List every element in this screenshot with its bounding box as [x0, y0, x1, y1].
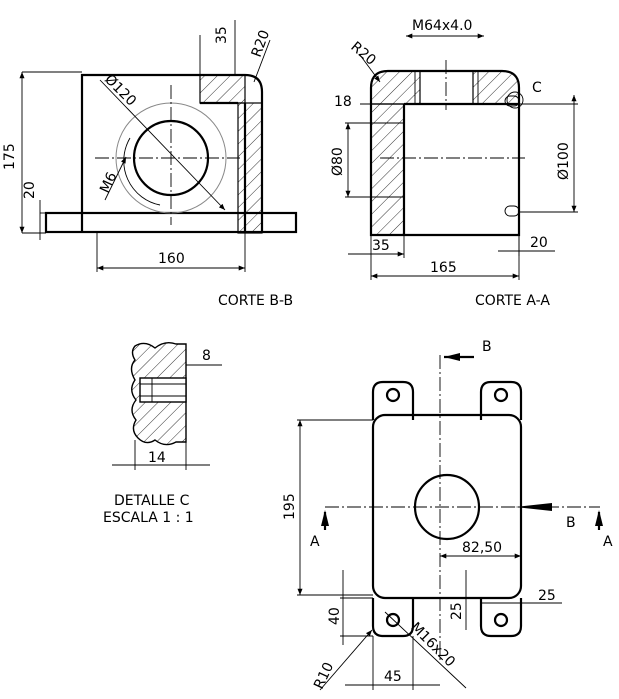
section-a-left: A: [310, 534, 320, 550]
bolt-hole-tl: [385, 387, 401, 403]
dim-35-top: 35: [214, 26, 230, 44]
dim-d120: Ø120: [101, 72, 139, 110]
dim-35-aa: 35: [372, 238, 390, 254]
ear-bottom-left: [371, 598, 415, 638]
dim-r20-bb: R20: [249, 28, 273, 59]
dim-25-vert: 25: [449, 602, 465, 620]
dim-m6: M6: [97, 170, 120, 196]
dim-d100: Ø100: [556, 142, 572, 180]
section-b-top: B: [482, 339, 492, 355]
dim-r10: R10: [311, 660, 337, 692]
dim-8: 8: [202, 348, 211, 364]
hatched-wall-top: [199, 74, 246, 104]
detalle-c-view: 8 14 DETALLE C ESCALA 1 : 1: [103, 341, 222, 526]
plan-view: B B A A 195 82,50 40 25 25 R10: [282, 339, 613, 692]
dim-m64: M64x4.0: [412, 18, 472, 34]
dim-m16: M16x20: [407, 620, 458, 671]
dim-195: 195: [282, 493, 298, 520]
dim-8250: 82,50: [462, 540, 502, 556]
section-b-right: B: [566, 515, 576, 531]
dim-d80: Ø80: [330, 147, 346, 176]
dim-25-horz: 25: [538, 588, 556, 604]
dim-r20-aa: R20: [347, 39, 378, 69]
caption-corte-aa: CORTE A-A: [475, 293, 550, 309]
section-a-right: A: [603, 534, 613, 550]
dim-14: 14: [148, 450, 166, 466]
corte-aa-view: M64x4.0 R20 18 Ø80 Ø100 C 35 20 165 CORT…: [330, 18, 578, 309]
ear-top-right: [479, 380, 523, 420]
caption-escala: ESCALA 1 : 1: [103, 510, 194, 526]
bolt-hole-bl: [385, 612, 401, 628]
ear-top-left: [371, 380, 415, 420]
hatched-wall-right: [237, 102, 263, 234]
corte-bb-view: 175 20 160 35 R20 Ø120 M6 CORTE B-B: [2, 20, 298, 309]
dim-165: 165: [430, 260, 457, 276]
dim-160: 160: [158, 251, 185, 267]
plan-body: [371, 413, 523, 600]
ear-bottom-right: [479, 598, 523, 638]
dim-20-aa: 20: [530, 235, 548, 251]
dim-45: 45: [384, 669, 402, 685]
bolt-hole-tr: [493, 387, 509, 403]
dim-18: 18: [334, 94, 352, 110]
detail-c-callout: C: [532, 80, 542, 96]
dim-175: 175: [2, 143, 18, 170]
caption-corte-bb: CORTE B-B: [218, 293, 293, 309]
bolt-hole-br: [493, 612, 509, 628]
dim-20-left: 20: [22, 181, 38, 199]
caption-detalle-c: DETALLE C: [114, 493, 190, 509]
dim-40: 40: [327, 607, 343, 625]
